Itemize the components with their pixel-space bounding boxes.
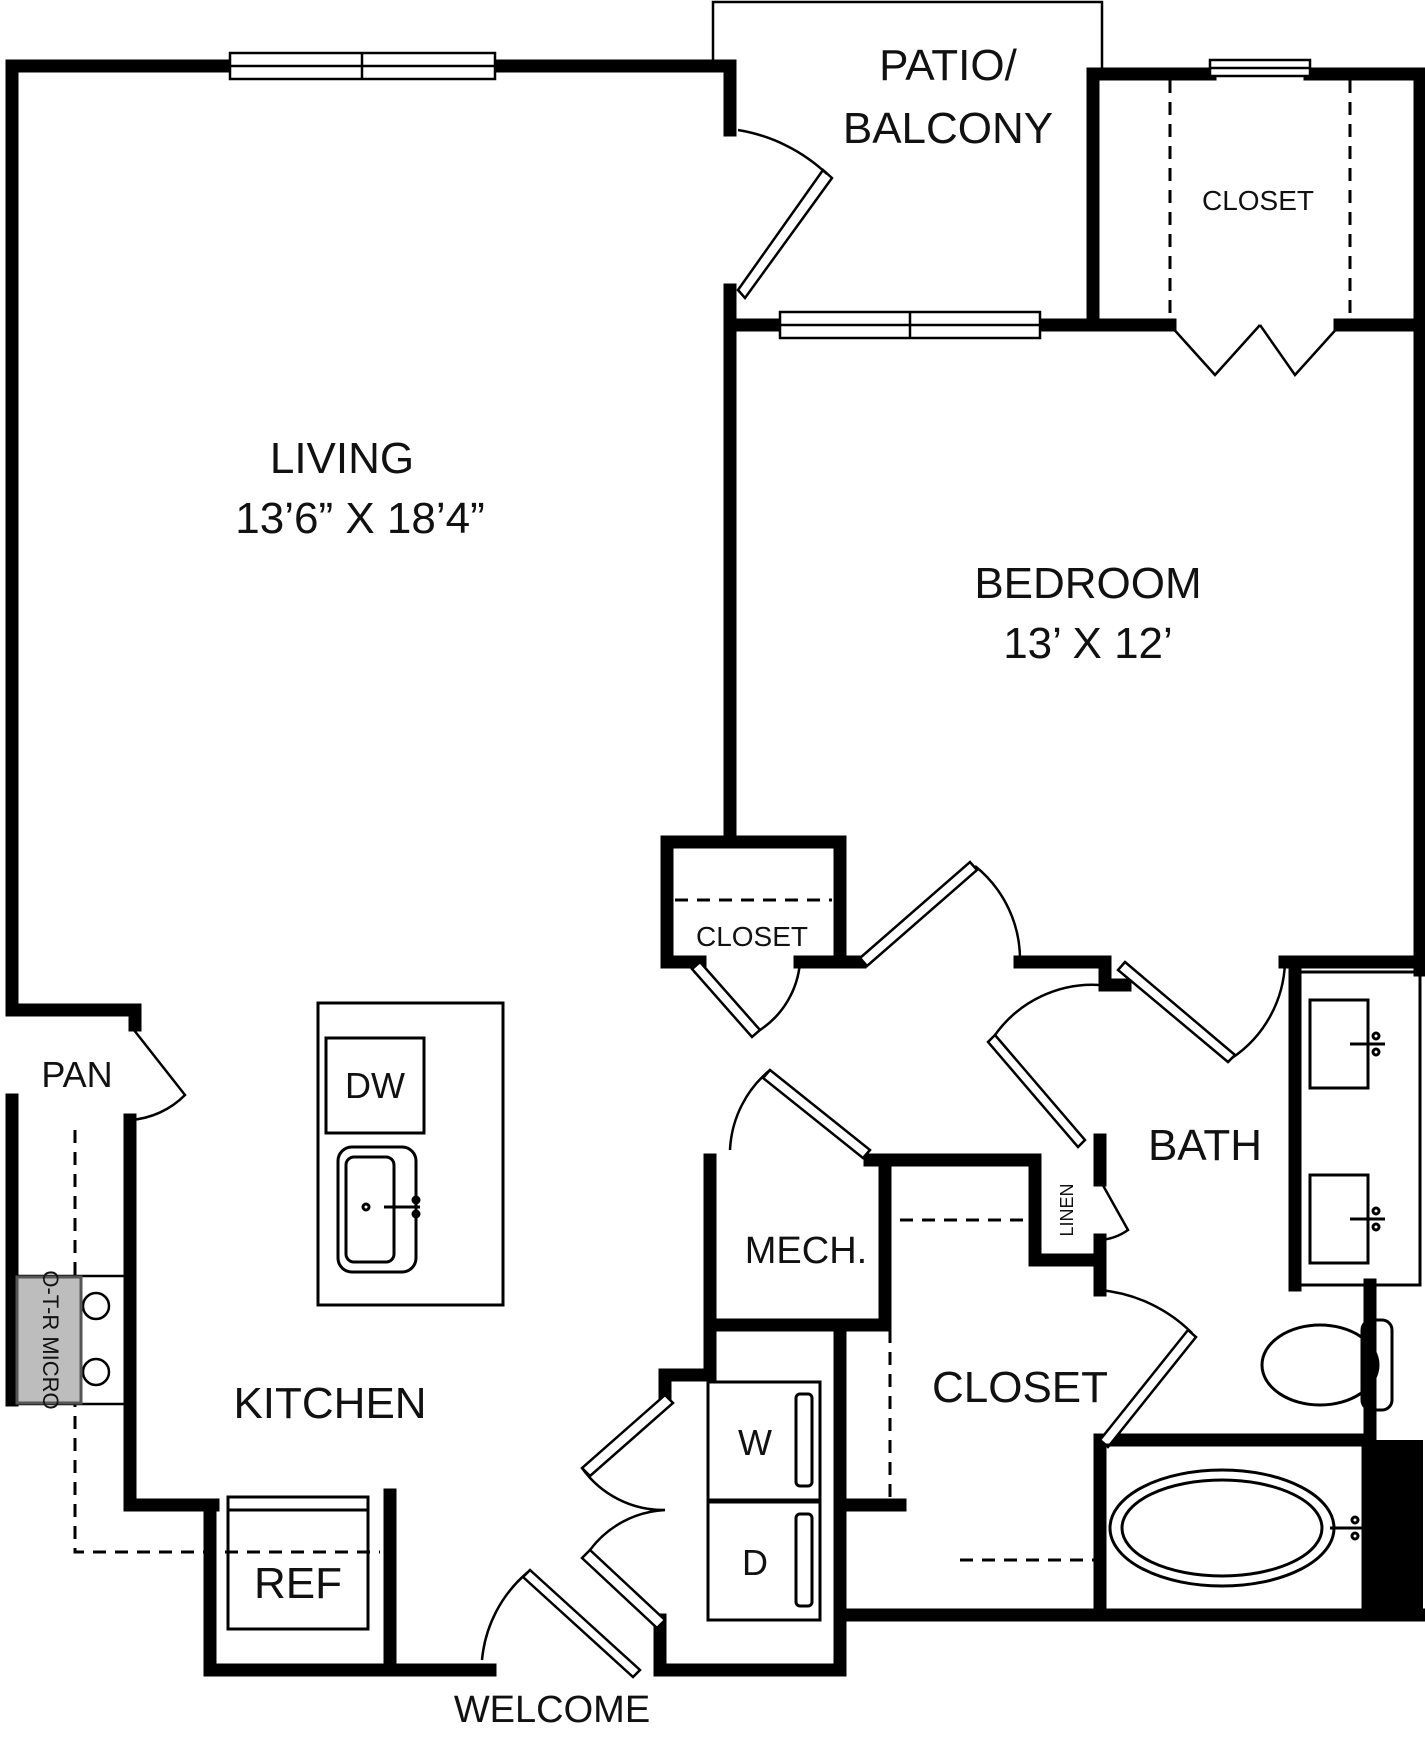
windows [228,51,1312,340]
linen-label: LINEN [1057,1183,1077,1236]
toilet-bowl [1260,1323,1380,1407]
dishwasher [324,1036,426,1135]
dishwasher-label: DW [345,1065,405,1106]
bedroom-closet-label: CLOSET [1202,185,1314,216]
refrigerator [226,1495,370,1631]
washer-label: W [738,1422,772,1463]
pantry-label: PAN [41,1054,112,1095]
welcome-label: WELCOME [454,1689,650,1731]
living-dims: 13’6” X 18’4” [235,494,484,543]
hall-closet-label: CLOSET [696,921,808,952]
bath-label: BATH [1148,1121,1262,1170]
kitchen-label: KITCHEN [233,1379,426,1428]
dryer-label: D [742,1542,768,1583]
bedroom-label: BEDROOM [974,559,1201,608]
patio-label: PATIO/ [879,41,1017,90]
mech-label: MECH. [745,1230,867,1272]
walls [5,59,1425,1677]
refrigerator-label: REF [254,1559,342,1608]
room-labels: PATIO/ BALCONY CLOSET LIVING 13’6” X 18’… [38,41,1314,1731]
walk-in-closet-label: CLOSET [932,1363,1108,1412]
microwave [15,1275,83,1405]
vanity [1296,970,1422,1287]
living-label: LIVING [270,434,414,483]
patio-label-2: BALCONY [843,104,1053,153]
bedroom-dims: 13’ X 12’ [1003,619,1173,668]
bath-fixtures [1103,970,1422,1612]
kitchen-island [316,1001,505,1307]
toilet-tank [1360,1318,1394,1412]
microwave-label: O-T-R MICRO [38,1270,63,1409]
dashed-lines [73,80,1352,1562]
patio-outline [711,0,1104,70]
island-sink [336,1145,418,1274]
washer-dryer [706,1380,822,1622]
doors [129,128,1341,1679]
tub-wall [1365,1440,1423,1620]
